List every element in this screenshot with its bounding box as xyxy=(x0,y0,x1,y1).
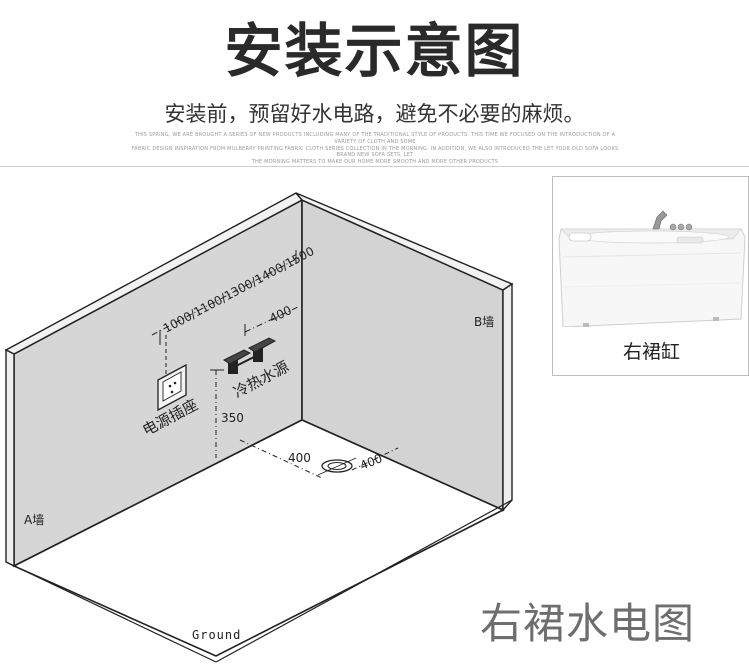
floor-right-edge xyxy=(215,499,513,663)
inset-caption: 右裙缸 xyxy=(622,341,680,363)
drain-dim-line-a xyxy=(239,439,323,479)
height-350-label: 350 xyxy=(221,411,244,425)
diagram-watermark: 右裙水电图 xyxy=(480,599,696,648)
wall-b-front-edge xyxy=(502,282,513,512)
page-subtitle: 安装前，预留好水电路，避免不必要的麻烦。 xyxy=(164,102,585,126)
water-source-icon xyxy=(223,337,277,374)
bathtub-image xyxy=(558,210,746,327)
fineprint-line-3: THE MORNING MATTERS TO MAKE OUR HOME MOR… xyxy=(251,159,499,165)
height-dim-line xyxy=(151,255,303,336)
fineprint-block: THIS SPRING, WE ARE BROUGHT A SERIES OF … xyxy=(130,132,620,166)
floor-drain-icon xyxy=(317,457,357,476)
wall-b-label: B墙 xyxy=(474,315,494,329)
wall-a-front-edge xyxy=(5,348,15,568)
fineprint-line-1: THIS SPRING, WE ARE BROUGHT A SERIES OF … xyxy=(134,132,616,145)
wall-a-label: A墙 xyxy=(24,513,44,527)
fineprint-line-2: FABRIC DESIGN INSPIRATION FROM MULBERRY … xyxy=(131,145,619,159)
page-title: 安装示意图 xyxy=(224,17,525,85)
ground-label: Ground xyxy=(192,628,241,642)
tub-control-panel xyxy=(676,236,704,244)
drain-dim-line-b xyxy=(351,447,399,471)
power-outlet-icon xyxy=(157,363,187,412)
bathtub-inset: 右裙缸 xyxy=(552,176,749,376)
floor xyxy=(12,419,505,657)
bathtub-body xyxy=(558,228,746,327)
faucet-offset-dim-line xyxy=(244,305,301,333)
header-divider xyxy=(0,166,749,167)
floor-front-edge xyxy=(5,561,217,663)
drain-offset-a-label: 400 xyxy=(288,451,311,465)
tub-faucet-icon xyxy=(652,210,693,231)
